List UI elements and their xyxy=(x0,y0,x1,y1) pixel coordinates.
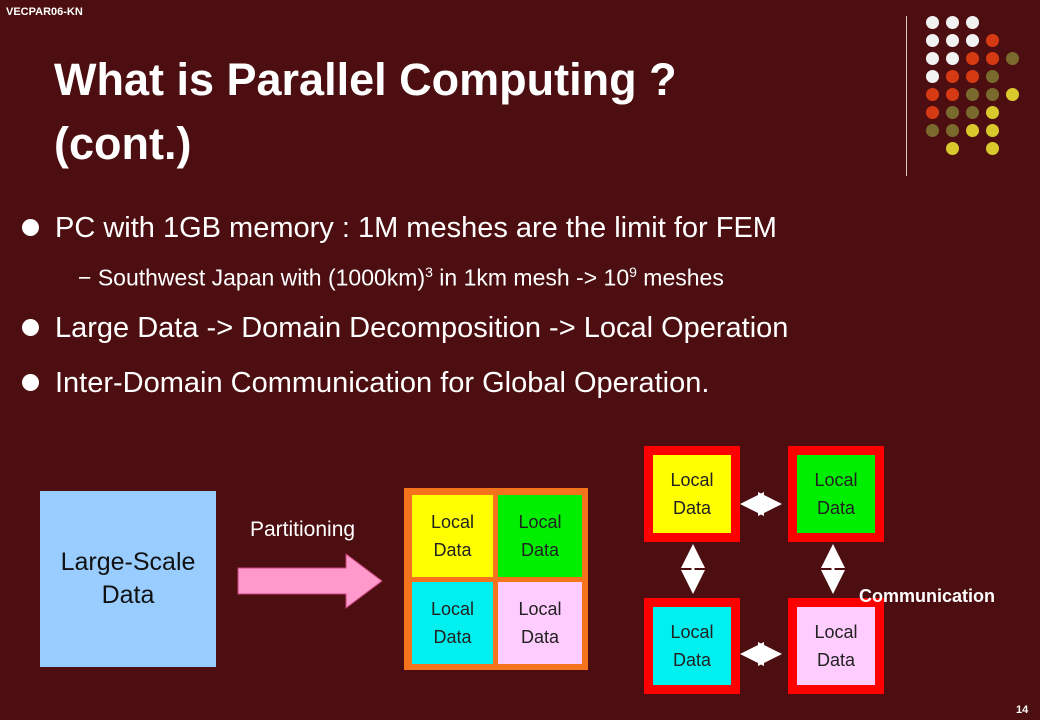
local-data-label: Local Data xyxy=(670,470,714,518)
decorative-dot xyxy=(1006,88,1019,101)
local-data-node: Local Data xyxy=(653,455,731,533)
decorative-dot xyxy=(966,34,979,47)
partition-arrow-icon xyxy=(237,553,383,609)
bullet-item: Inter-Domain Communication for Global Op… xyxy=(22,367,709,400)
local-data-label: Local Data xyxy=(430,512,475,560)
decorative-dot xyxy=(946,124,959,137)
decorative-dot xyxy=(926,52,939,65)
page-number: 14 xyxy=(1016,704,1029,716)
local-data-node: Local Data xyxy=(653,607,731,685)
sub-bullet-text-part2: in 1km mesh -> 10 xyxy=(432,264,630,291)
decorative-dot xyxy=(986,34,999,47)
local-data-label: Local Data xyxy=(814,622,858,670)
decorative-dot xyxy=(926,16,939,29)
slide-title: What is Parallel Computing ? (cont.) xyxy=(54,48,874,176)
local-data-label: Local Data xyxy=(430,599,475,647)
local-data-node: Local Data xyxy=(797,455,875,533)
local-data-label: Local Data xyxy=(518,512,562,560)
decorative-dot xyxy=(966,88,979,101)
decorative-dot xyxy=(986,142,999,155)
bullet-text: Large Data -> Domain Decomposition -> Lo… xyxy=(55,312,789,344)
bullet-dot-icon xyxy=(22,318,39,336)
sub-bullet-exponent-1: 3 xyxy=(425,264,433,280)
local-data-label: Local Data xyxy=(518,599,562,647)
decorative-dot xyxy=(986,106,999,119)
decorative-dot xyxy=(946,52,959,65)
title-line-2: (cont.) xyxy=(54,118,192,169)
bullet-text: PC with 1GB memory : 1M meshes are the l… xyxy=(55,212,777,244)
decorative-dot xyxy=(926,106,939,119)
bullet-dot-icon xyxy=(22,373,39,391)
decorative-dot xyxy=(986,88,999,101)
decorative-dot xyxy=(946,142,959,155)
decorative-dot xyxy=(986,70,999,83)
decorative-dot xyxy=(966,124,979,137)
decorative-dot xyxy=(926,70,939,83)
decorative-dot xyxy=(966,52,979,65)
decorative-divider xyxy=(906,16,907,176)
decorative-dot xyxy=(946,88,959,101)
decorative-dot xyxy=(986,124,999,137)
bullet-item: PC with 1GB memory : 1M meshes are the l… xyxy=(22,212,777,245)
bullet-dot-icon xyxy=(22,218,39,236)
sub-bullet-text-part1: Southwest Japan with (1000km) xyxy=(97,264,426,291)
large-scale-data-label: Large-Scale Data xyxy=(60,548,196,609)
decorative-dot xyxy=(1006,52,1019,65)
title-line-1: What is Parallel Computing ? xyxy=(54,54,677,105)
local-data-cell: Local Data xyxy=(498,495,582,577)
sub-bullet-item: − Southwest Japan with (1000km)3 in 1km … xyxy=(78,264,724,292)
decorative-dot xyxy=(966,106,979,119)
decorative-dot xyxy=(986,52,999,65)
decorative-dot xyxy=(926,34,939,47)
decorative-dot xyxy=(946,16,959,29)
partitioning-label: Partitioning xyxy=(250,518,356,541)
decorative-dot xyxy=(946,106,959,119)
local-data-label: Local Data xyxy=(670,622,714,670)
bullet-item: Large Data -> Domain Decomposition -> Lo… xyxy=(22,312,788,345)
local-data-node: Local Data xyxy=(797,607,875,685)
decorative-dot xyxy=(946,70,959,83)
decorative-dot xyxy=(966,70,979,83)
sub-bullet-dash: − xyxy=(78,264,92,291)
decorative-dot xyxy=(946,34,959,47)
local-data-cell: Local Data xyxy=(498,582,582,664)
decorative-dot xyxy=(926,88,939,101)
communication-label: Communication xyxy=(859,586,996,606)
local-data-label: Local Data xyxy=(814,470,858,518)
sub-bullet-text-part3: meshes xyxy=(636,264,724,291)
large-scale-data-box: Large-Scale Data xyxy=(40,491,216,667)
slide-tag: VECPAR06-KN xyxy=(6,6,83,18)
decorative-dot xyxy=(966,16,979,29)
sub-bullet-exponent-2: 9 xyxy=(629,264,637,280)
local-data-cell: Local Data xyxy=(412,582,493,664)
bullet-text: Inter-Domain Communication for Global Op… xyxy=(55,367,710,399)
decorative-dot xyxy=(926,124,939,137)
local-data-cell: Local Data xyxy=(412,495,493,577)
